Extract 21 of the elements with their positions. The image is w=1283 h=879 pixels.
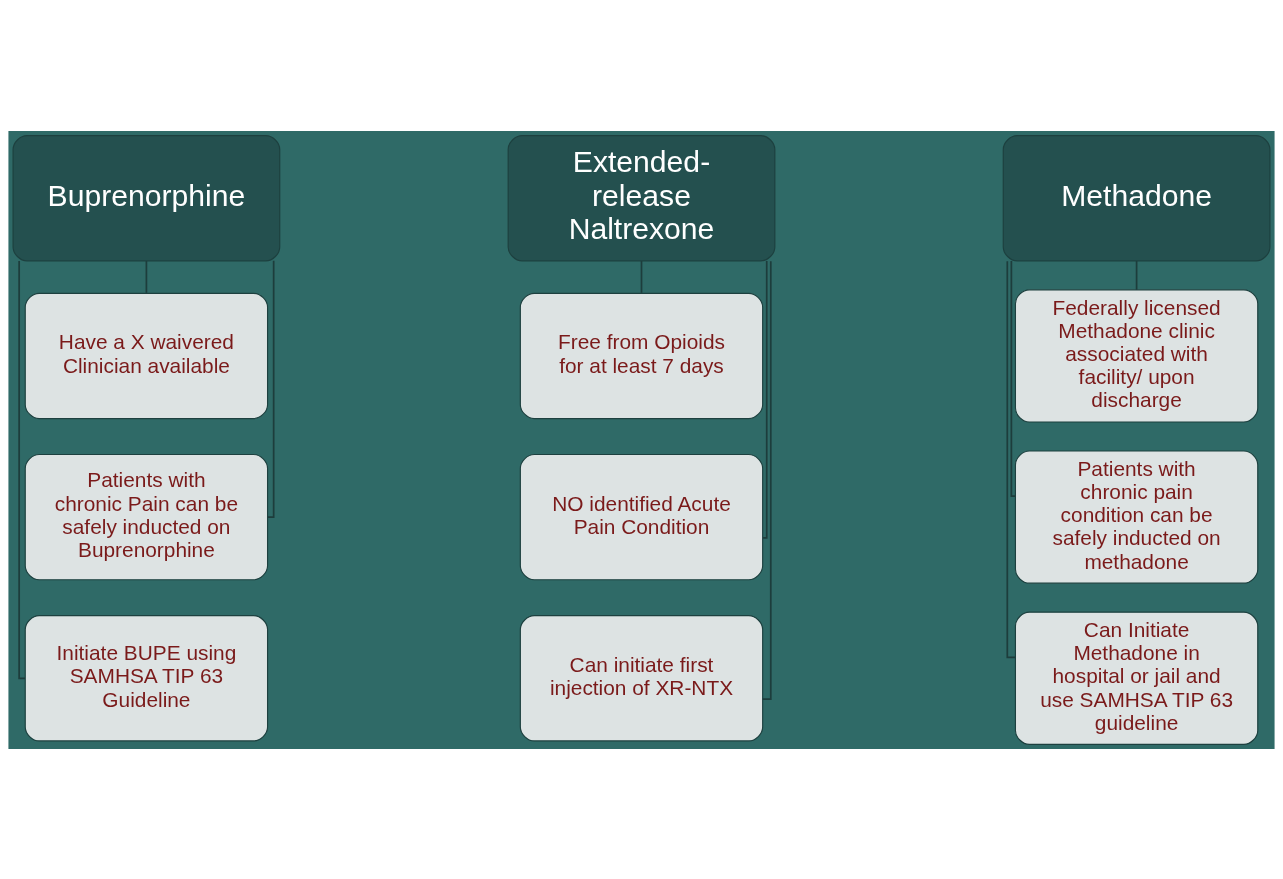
node-box: Free from Opioids for at least 7 days bbox=[519, 292, 764, 419]
connector bbox=[761, 259, 772, 700]
connector bbox=[762, 259, 768, 539]
connector bbox=[1006, 259, 1017, 658]
connector bbox=[1135, 259, 1138, 291]
node-box: NO identified Acute Pain Condition bbox=[519, 453, 764, 580]
node-box: Can Initiate Methadone in hospital or jail and use SAMHSA TIP 63 guideline bbox=[1014, 611, 1259, 745]
connector bbox=[145, 259, 148, 294]
node-box: Patients with chronic Pain can be safely inducted on Buprenorphine bbox=[24, 453, 269, 580]
node-box: Methadone bbox=[1002, 134, 1271, 261]
node-box: Have a X waivered Clinician available bbox=[24, 292, 269, 419]
connector bbox=[267, 259, 275, 518]
node-box: Federally licensed Methadone clinic associated with facility/ upon discharge bbox=[1014, 288, 1259, 423]
node-box: Extended-release Naltrexone bbox=[507, 134, 776, 261]
node-box: Initiate BUPE using SAMHSA TIP 63 Guideline bbox=[24, 614, 269, 741]
connector bbox=[18, 259, 26, 679]
connector bbox=[640, 259, 643, 294]
node-box: Can initiate first injection of XR-NTX bbox=[519, 614, 764, 741]
node-box: Patients with chronic pain condition can be safely inducted on methadone bbox=[1014, 449, 1259, 584]
connector bbox=[1010, 259, 1016, 497]
node-box: Buprenorphine bbox=[12, 134, 281, 261]
